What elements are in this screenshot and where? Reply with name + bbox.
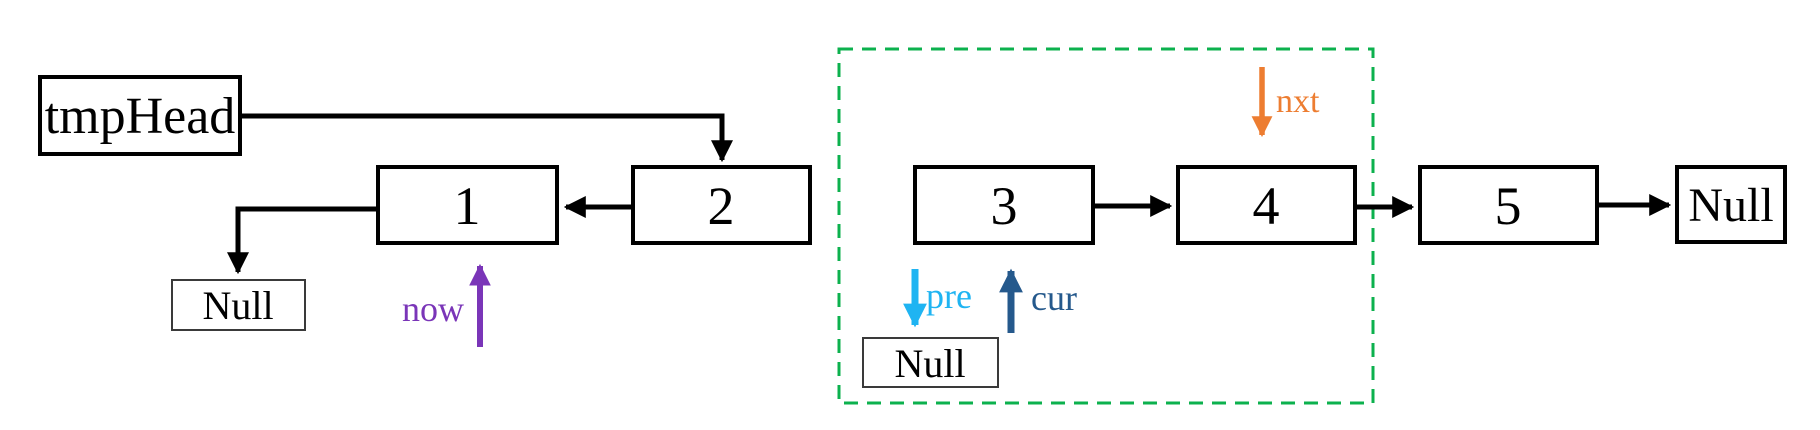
- null-left-box: [171, 279, 306, 331]
- pre-pointer-label: pre: [926, 276, 972, 316]
- highlight-region: [837, 47, 1375, 405]
- node3-label: 3: [991, 176, 1018, 236]
- node1-box: [376, 165, 559, 245]
- tmphead-box: [38, 75, 242, 156]
- cur-pointer-label: cur: [1031, 278, 1077, 318]
- null-mid-label: Null: [894, 341, 965, 386]
- node4-label: 4: [1253, 176, 1280, 236]
- node4-box: [1176, 165, 1357, 245]
- null-right-label: Null: [1688, 179, 1773, 232]
- nxt-pointer-label: nxt: [1276, 83, 1320, 120]
- edge-node1-to-null: [226, 206, 378, 275]
- null-mid-box: [862, 337, 999, 388]
- node5-label: 5: [1495, 176, 1522, 236]
- null-right-box: [1675, 165, 1787, 244]
- tmphead-label: tmpHead: [45, 88, 236, 145]
- now-pointer-label: now: [402, 289, 464, 329]
- edge-tmphead-to-node2: [240, 113, 734, 163]
- node2-label: 2: [708, 176, 735, 236]
- node2-box: [631, 165, 812, 245]
- node1-label: 1: [454, 176, 481, 236]
- node5-box: [1418, 165, 1599, 245]
- node3-box: [913, 165, 1095, 245]
- null-left-label: Null: [202, 283, 273, 328]
